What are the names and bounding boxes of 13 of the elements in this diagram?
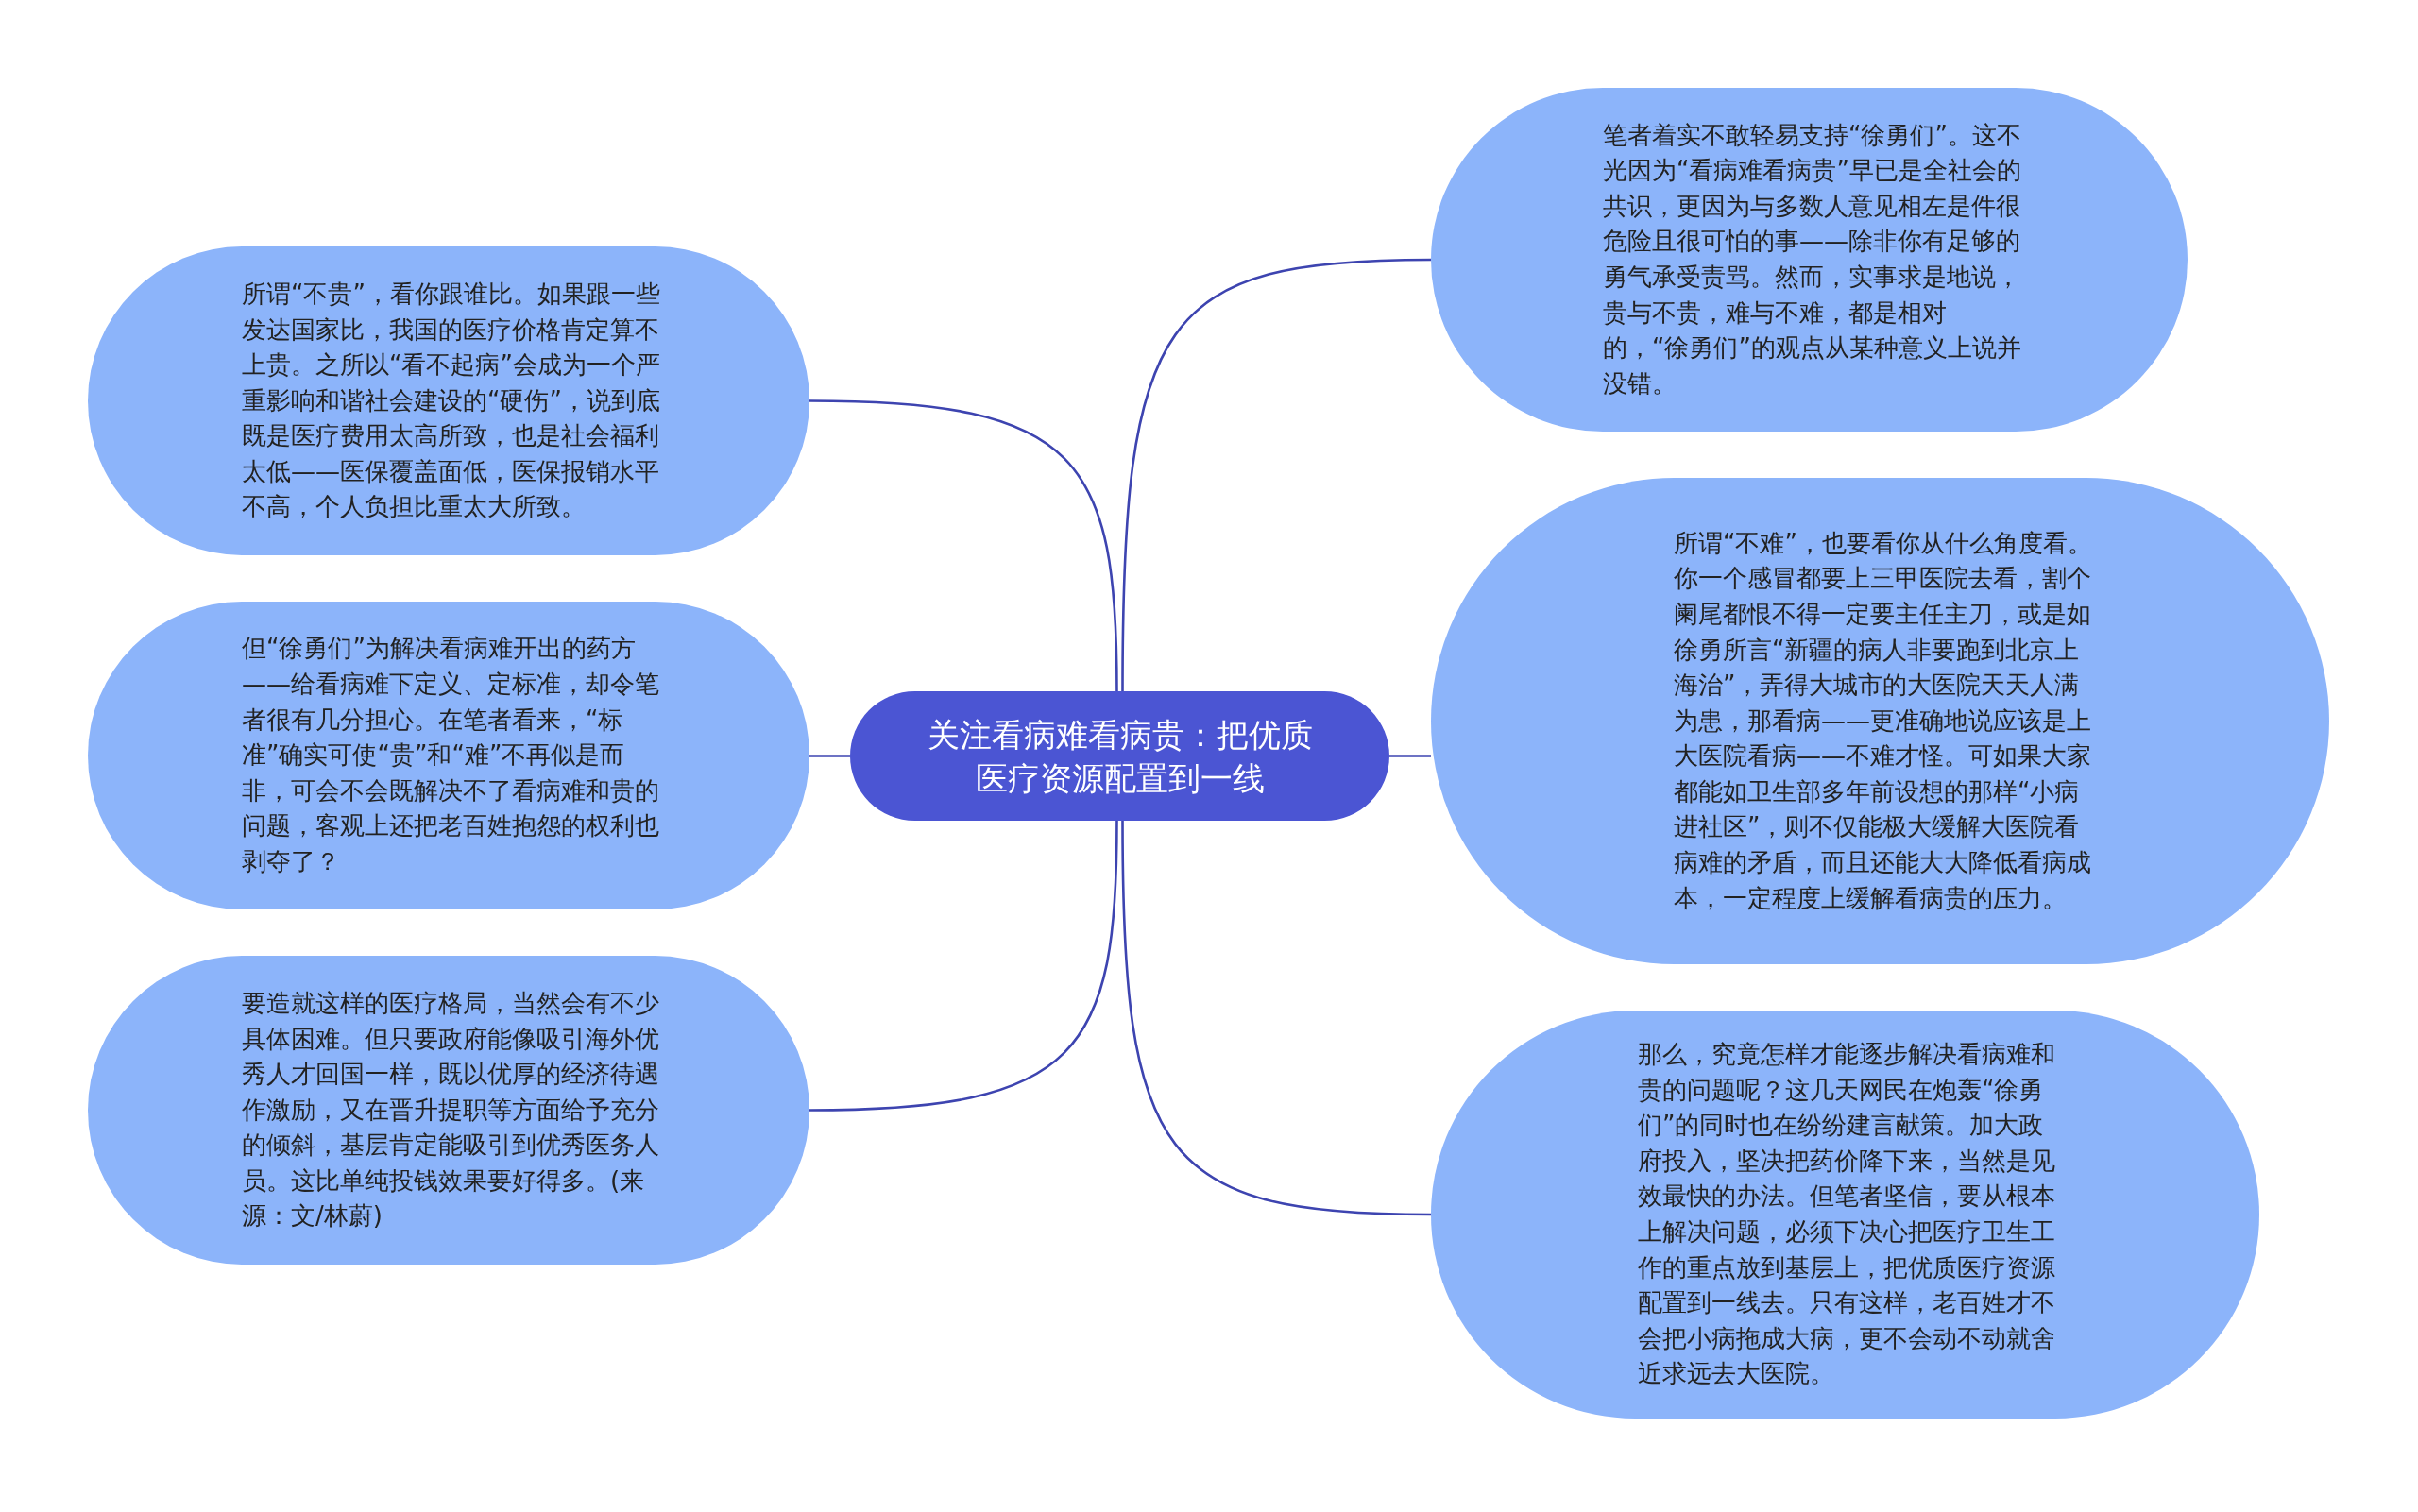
bubble-text: 所谓“不贵”，看你跟谁比。如果跟一些发达国家比，我国的医疗价格肯定算不上贵。之所以“看不起病”会成为一个严重影响和谐社会建设的“硬伤”，说到底既是医疗费用太高所致，也是社会福利太低——医保覆盖面低，医保报销水平不高，个人负担比重太大所致。 <box>242 278 661 523</box>
connector-line <box>809 755 850 757</box>
connector-line <box>1121 258 1432 691</box>
central-topic-title: 关注看病难看病贵：把优质医疗资源配置到一线 <box>926 714 1314 799</box>
connector-line <box>809 399 1118 692</box>
connector-line <box>1389 755 1431 757</box>
connector-line <box>1121 821 1432 1216</box>
bubble-text: 要造就这样的医疗格局，当然会有不少具体困难。但只要政府能像吸引海外优秀人才回国一样，既以优厚的经济待遇作激励，又在晋升提职等方面给予充分的倾斜，基层肯定能吸引到优秀医务人员。这比单纯投钱效果要好得多。(来源：文/林蔚) <box>242 987 660 1232</box>
bubble-text: 所谓“不难”，也要看你从什么角度看。你一个感冒都要上三甲医院去看，割个阑尾都恨不得一定要主任主刀，或是如徐勇所言“新疆的病人非要跑到北京上海治”，弄得大城市的大医院天天人满为患，那看病——更准确地说应该是上大医院看病——不难才怪。可如果大家都能如卫生部多年前设想的那样“小病进社区”，则不仅能极大缓解大医院看病难的矛盾，而且还能大大降低看病成本，一定程度上缓解看病贵的压力。 <box>1674 527 2093 914</box>
bubble-text: 笔者着实不敢轻易支持“徐勇们”。这不光因为“看病难看病贵”早已是全社会的共识，更因为与多数人意见相左是件很危险且很可怕的事——除非你有足够的勇气承受责骂。然而，实事求是地说，贵与不贵，难与不难，都是相对的，“徐勇们”的观点从某种意义上说并没错。 <box>1603 119 2022 399</box>
bubble-text: 但“徐勇们”为解决看病难开出的药方——给看病难下定义、定标准，却令笔者很有几分担心。在笔者看来，“标准”确实可使“贵”和“难”不再似是而非，可会不会既解决不了看病难和贵的问题，客观上还把老百姓抱怨的权利也剥夺了？ <box>242 633 660 877</box>
bubble-text: 那么，究竟怎样才能逐步解决看病难和贵的问题呢？这几天网民在炮轰“徐勇们”的同时也在纷纷建言献策。加大政府投入，坚决把药价降下来，当然是见效最快的办法。但笔者坚信，要从根本上解决问题，必须下决心把医疗卫生工作的重点放到基层上，把优质医疗资源配置到一线去。只有这样，老百姓才不会把小病拖成大病，更不会动不动就舍近求远去大医院。 <box>1638 1039 2056 1390</box>
connector-line <box>809 820 1118 1112</box>
